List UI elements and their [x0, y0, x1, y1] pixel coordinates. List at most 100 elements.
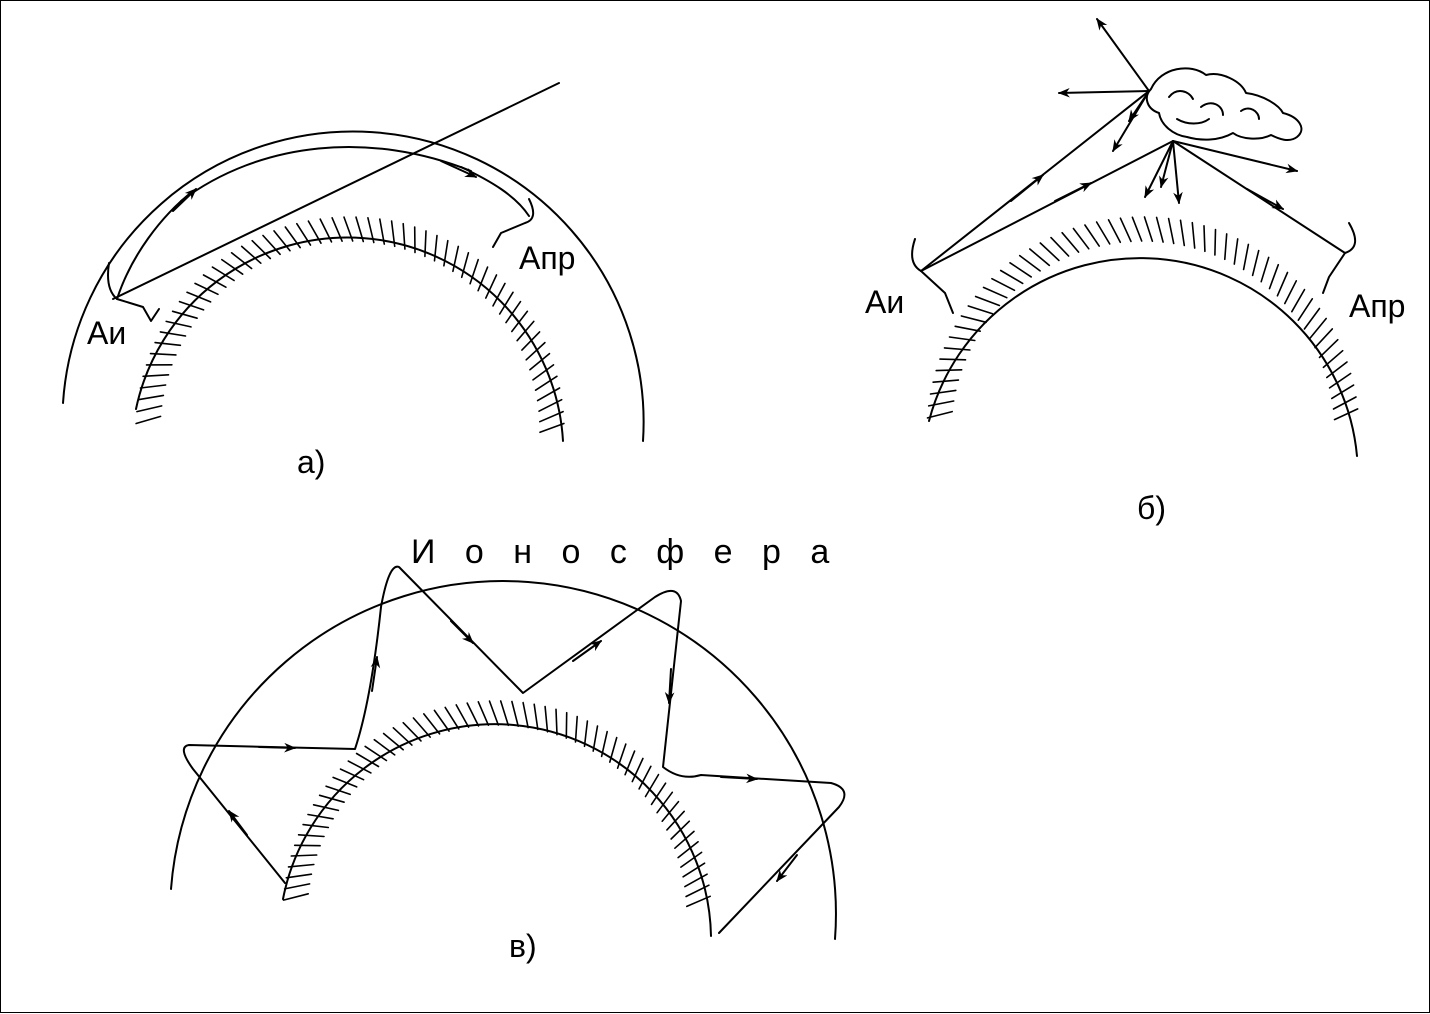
hatch-stroke [534, 704, 538, 729]
hatch-stroke [212, 267, 234, 280]
hatch-stroke [1335, 409, 1358, 420]
hatch-stroke [138, 395, 163, 399]
hatch-stroke [671, 821, 689, 839]
hatch-stroke [1085, 225, 1099, 246]
hatch-stroke [556, 709, 557, 734]
transmitter-antenna-a [108, 263, 159, 321]
hatch-stroke [976, 297, 1000, 306]
hatch-stroke [140, 385, 165, 388]
incident-arrow-b2 [1055, 183, 1091, 201]
hatch-stroke [1051, 238, 1069, 256]
hop-arrow-1 [229, 811, 247, 835]
hatch-stroke [1320, 340, 1338, 358]
scattered-ray-right [1173, 141, 1297, 171]
hatch-stroke [365, 746, 386, 760]
multihop-ray [184, 567, 845, 933]
earth-hatching-b [928, 217, 1358, 420]
hatch-stroke [326, 786, 350, 794]
hatch-stroke [1073, 229, 1088, 249]
hatch-stroke [1157, 217, 1164, 242]
scattered-ray-low-2 [1173, 141, 1179, 203]
hatch-stroke [166, 321, 191, 327]
receiver-arrow-b [1247, 189, 1283, 209]
hatch-stroke [1292, 290, 1305, 312]
hatch-stroke [434, 710, 449, 731]
guided-ray-a [117, 191, 193, 299]
caption-a: а) [297, 444, 325, 480]
hatch-stroke [1040, 243, 1059, 260]
hop-arrow-5 [573, 641, 601, 661]
cloud-detail-1 [1169, 91, 1193, 99]
receiver-antenna-b [1323, 223, 1355, 293]
hatch-stroke [1315, 329, 1332, 348]
hatch-stroke [374, 740, 394, 755]
hatch-stroke [933, 380, 958, 382]
hatch-stroke [1277, 273, 1287, 296]
hatch-stroke [512, 702, 518, 727]
hatch-stroke [506, 302, 521, 323]
diagram-c: И о н о с ф е р а в) [171, 533, 844, 964]
hatch-stroke [1010, 263, 1031, 277]
hatch-stroke [308, 815, 333, 819]
incident-arrow-b1 [1011, 175, 1043, 201]
hatch-stroke [1120, 218, 1131, 241]
hatch-stroke [523, 703, 528, 728]
hatch-stroke [1270, 265, 1279, 289]
hatch-stroke [456, 705, 468, 727]
outer-boundary-a [63, 131, 644, 441]
hatch-stroke [1234, 239, 1237, 264]
hatch-stroke [961, 316, 986, 322]
hatch-stroke [137, 406, 162, 412]
caption-b: б) [1137, 490, 1166, 526]
hatch-stroke [576, 717, 578, 742]
hatch-stroke [992, 279, 1015, 291]
hatch-stroke [291, 855, 316, 856]
cloud-detail-3 [1241, 109, 1259, 119]
receiver-label-b: Апр [1349, 288, 1405, 324]
hatch-stroke [424, 714, 440, 734]
hatch-stroke [299, 835, 324, 837]
hatch-stroke [1323, 351, 1342, 368]
hatch-stroke [1132, 217, 1141, 241]
diagram-a: Аи Апр а) [63, 83, 644, 480]
hatch-stroke [657, 792, 672, 812]
scattered-ray-up [1097, 19, 1149, 91]
hatch-stroke [467, 703, 478, 726]
incident-ray-b2 [921, 141, 1173, 271]
ionosphere-boundary [171, 581, 836, 939]
scattering-cloud [1147, 68, 1302, 140]
hatch-stroke [285, 884, 310, 889]
hatch-stroke [501, 701, 509, 725]
hatch-stroke [478, 702, 488, 725]
hatch-stroke [1261, 257, 1269, 281]
hatch-stroke [936, 370, 962, 371]
hatch-stroke [187, 292, 211, 302]
receiver-label-a: Апр [519, 240, 575, 276]
scattered-ray-down-2 [1129, 91, 1149, 121]
scattered-ray-left [1059, 91, 1149, 93]
hatch-stroke [585, 721, 588, 746]
ray-to-receiver-b [1173, 141, 1345, 253]
hatch-stroke [425, 231, 426, 257]
diagram-b: Аи Апр б) [865, 19, 1405, 526]
cloud-detail-4 [1177, 119, 1209, 124]
hatch-stroke [393, 728, 412, 745]
guided-ray-a-top [181, 147, 471, 201]
hatch-stroke [1001, 271, 1023, 284]
earth-surface-c [283, 724, 711, 936]
hatch-stroke [1169, 219, 1174, 244]
hatch-stroke [522, 332, 540, 350]
hatch-stroke [945, 348, 970, 350]
hatch-stroke [955, 326, 980, 331]
hatch-stroke [384, 734, 404, 750]
earth-hatching-c [284, 701, 711, 906]
hatch-stroke [662, 802, 678, 822]
scattered-ray-low-3 [1161, 141, 1173, 187]
hatch-stroke [675, 831, 694, 848]
hatch-stroke [1181, 220, 1185, 245]
hatch-stroke [1304, 309, 1319, 330]
hop-arrow-2 [259, 747, 295, 748]
hatch-stroke [512, 311, 528, 331]
hatch-stroke [1285, 281, 1297, 304]
